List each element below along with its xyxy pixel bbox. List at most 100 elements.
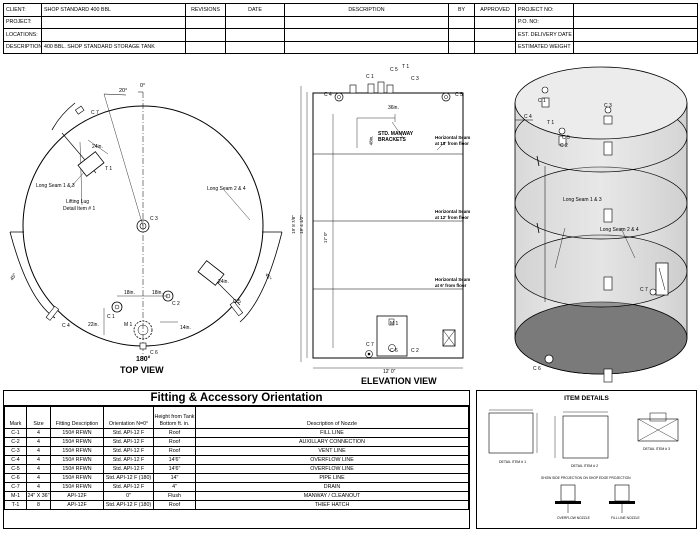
table-cell: 24" X 36" [26, 491, 51, 501]
table-cell: C-1 [4, 428, 27, 438]
top-mark-m1: M 1 [124, 322, 133, 328]
elev-mark-c6: C 6 [390, 348, 398, 354]
po-no-label: P.O. NO: [515, 15, 574, 29]
elev-dim-width: 12' 0" [383, 369, 396, 375]
dim-22: 22in. [88, 322, 99, 328]
table-cell: 150# RFWN [50, 482, 104, 492]
table-cell: Std. API-12 F [103, 428, 154, 438]
title-block: CLIENT: SHOP STANDARD 400 BBL REVISIONS … [3, 3, 698, 54]
table-cell: 8 [26, 500, 51, 510]
iso-mark-c1: C 1 [538, 98, 546, 104]
top-mark-t1: T 1 [105, 166, 113, 172]
table-cell: 14" [153, 473, 196, 483]
table-cell: Std. API-12 F [103, 464, 154, 474]
fitting-header-0: Mark [4, 406, 27, 429]
horiz-seam-6-label: Horizontal Seam [435, 277, 471, 282]
table-cell: Flush [153, 491, 196, 501]
date-label: DATE [225, 3, 285, 17]
item-details-drawing [488, 409, 679, 513]
table-cell: C-7 [4, 482, 27, 492]
table-cell: 4 [26, 428, 51, 438]
horiz-seam-18-sub: at 18' from floor [435, 141, 469, 146]
top-view-drawing [9, 91, 283, 360]
table-cell: THIEF HATCH [195, 500, 469, 510]
table-cell: Roof [153, 428, 196, 438]
table-cell: 150# RFWN [50, 446, 104, 456]
long-seam-2-4-label: Long Seam 2 & 4 [207, 186, 246, 192]
table-cell: Std. API-12 F [103, 455, 154, 465]
iso-mark-c6: C 6 [533, 366, 541, 372]
iso-mark-c2: C 2 [560, 143, 568, 149]
table-cell: OVERFLOW LINE [195, 455, 469, 465]
table-cell: 4" [153, 482, 196, 492]
top-mark-c6: C 6 [150, 350, 158, 356]
elev-mark-c7: C 7 [366, 342, 374, 348]
table-cell: C-4 [4, 455, 27, 465]
iso-mark-t1: T 1 [547, 120, 555, 126]
iso-long-seam-1-3: Long Seam 1 & 3 [563, 197, 602, 203]
elev-dim-36: 36in. [388, 105, 399, 111]
dim-24-right: 24in. [218, 279, 229, 285]
revisions-label: REVISIONS [185, 3, 226, 17]
table-cell: Roof [153, 437, 196, 447]
item-details-title: ITEM DETAILS [564, 395, 609, 402]
elev-mark-c5: C 5 [390, 67, 398, 73]
table-cell: 14'6" [153, 455, 196, 465]
elev-mark-c5b: C 5 [455, 92, 463, 98]
fitting-header-5: Description of Nozzle [195, 406, 469, 429]
item-details-panel: ITEM DETAILS DETAIL ITEM # 1 DETAIL ITEM… [476, 390, 697, 529]
est-delivery-label: EST. DELIVERY DATE [515, 28, 574, 42]
client-value: SHOP STANDARD 400 BBL [41, 3, 186, 17]
dim-24-top: 24in. [92, 144, 103, 150]
table-cell: M-1 [4, 491, 27, 501]
project-no-value [573, 3, 698, 17]
top-mark-c7: C 7 [91, 110, 99, 116]
angle-180-label: 180° [136, 356, 151, 363]
table-cell: API-12F [50, 491, 104, 501]
detail-item-1-label: DETAIL ITEM # 1 [499, 460, 527, 464]
table-cell: Roof [153, 500, 196, 510]
table-cell: OVERFLOW LINE [195, 464, 469, 474]
table-cell: 150# RFWN [50, 437, 104, 447]
table-cell: C-2 [4, 437, 27, 447]
top-mark-c2: C 2 [172, 301, 180, 307]
table-cell: 4 [26, 446, 51, 456]
top-mark-c3: C 3 [150, 216, 158, 222]
overflow-nozzle-label: OVERFLOW NOZZLE [557, 516, 590, 520]
locations-label: LOCATIONS: [3, 28, 42, 42]
table-cell: T-1 [4, 500, 27, 510]
horiz-seam-12-sub: at 12' from floor [435, 215, 469, 220]
iso-mark-c7: C 7 [640, 287, 648, 293]
project-label: PROJECT: [3, 15, 42, 29]
manway-brackets-label: STD. MANWAY BRACKETS [378, 131, 414, 143]
client-label: CLIENT: [3, 3, 42, 17]
dim-18-right: 18in. [152, 290, 163, 296]
project-no-label: PROJECT NO: [515, 3, 574, 17]
description-header: DESCRIPTION [284, 3, 449, 17]
fitting-table-title: Fitting & Accessory Orientation [4, 391, 469, 406]
table-cell: AUXILLARY CONNECTION [195, 437, 469, 447]
table-cell: C-6 [4, 473, 27, 483]
by-label: BY [448, 3, 475, 17]
lifting-lug-detail: Detail Item # 1 [63, 206, 96, 212]
iso-mark-c3: C 3 [604, 103, 612, 109]
elev-mark-c4: C 4 [324, 92, 332, 98]
table-cell: 4 [26, 455, 51, 465]
horiz-seam-6-sub: at 6' from floor [435, 283, 467, 288]
detail-item-3-label: DETAIL ITEM # 3 [643, 447, 671, 451]
table-cell: 14'6" [153, 464, 196, 474]
table-cell: PIPE LINE [195, 473, 469, 483]
elev-dim-height-shell: 19' 4 1/2" [298, 215, 304, 234]
table-cell: 150# RFWN [50, 473, 104, 483]
table-cell: Std. API-12 F [103, 482, 154, 492]
iso-view-drawing [514, 66, 688, 383]
table-cell: MANWAY / CLEANOUT [195, 491, 469, 501]
